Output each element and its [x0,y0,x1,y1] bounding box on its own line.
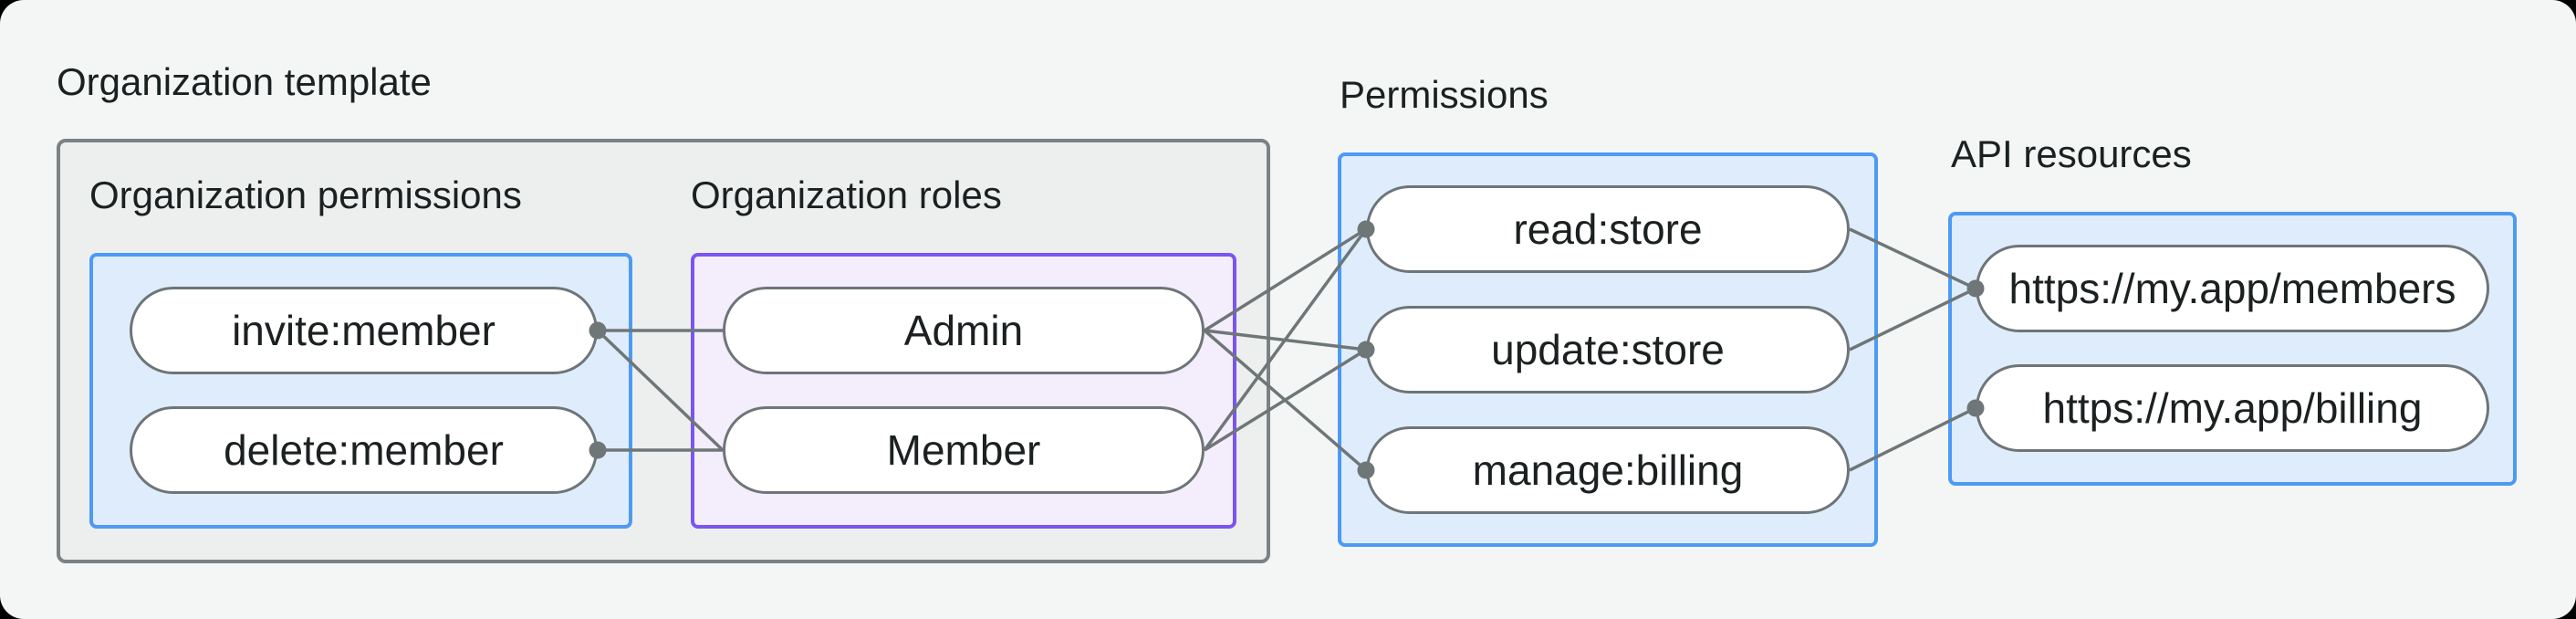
api-resources-title: API resources [1951,132,2192,175]
org-permissions-title: Organization permissions [89,173,522,216]
node-invite-member-label: invite:member [232,307,495,354]
node-admin-role: Admin [723,287,1205,374]
node-read-store-label: read:store [1513,205,1703,253]
node-api-members-label: https://my.app/members [2008,265,2456,312]
node-invite-member: invite:member [130,287,598,374]
org-roles-title: Organization roles [691,173,1002,216]
node-delete-member: delete:member [130,406,598,494]
node-admin-role-label: Admin [903,307,1024,354]
node-manage-billing-label: manage:billing [1472,446,1744,494]
node-api-members: https://my.app/members [1976,245,2489,332]
node-read-store: read:store [1366,185,1850,273]
node-api-billing: https://my.app/billing [1976,364,2489,452]
node-api-billing-label: https://my.app/billing [2042,384,2423,432]
node-member-role-label: Member [886,426,1041,474]
node-member-role: Member [723,406,1205,494]
node-update-store: update:store [1366,306,1850,393]
node-delete-member-label: delete:member [224,426,504,474]
node-manage-billing: manage:billing [1366,426,1850,514]
permissions-title: Permissions [1340,73,1549,116]
org-template-title: Organization template [57,60,432,103]
node-update-store-label: update:store [1491,326,1725,373]
